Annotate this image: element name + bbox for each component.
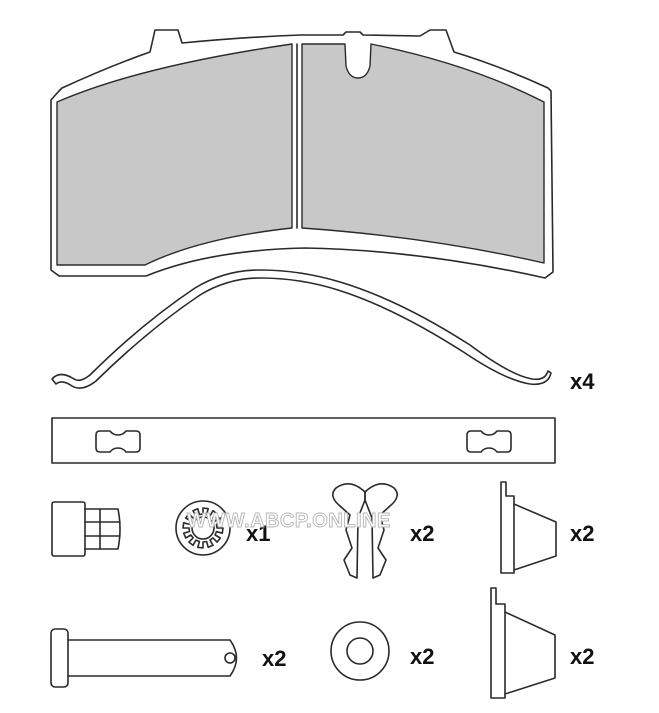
brake-pad	[50, 29, 554, 279]
splined-nut: x1	[175, 500, 270, 556]
spring-quantity: x4	[570, 369, 595, 394]
pin-head	[50, 628, 69, 688]
watermark: WWW.ABCP.ONLINE	[187, 510, 391, 532]
spring-shape	[51, 269, 552, 389]
pin-quantity: x2	[262, 646, 286, 671]
bushing-body	[51, 501, 86, 557]
retaining-pin: x2	[50, 628, 286, 688]
bar-slot-left	[95, 430, 141, 453]
wedge-small-quantity: x2	[570, 521, 594, 546]
hold-down-bar-body	[51, 417, 556, 464]
washer-outer	[330, 621, 390, 681]
wedge-large-body	[490, 587, 556, 699]
pin-shank	[67, 639, 238, 677]
nut-spline-profile	[182, 507, 224, 549]
nut-splines	[182, 507, 224, 549]
nut-quantity: x1	[246, 521, 270, 546]
nut-outer-ring	[175, 500, 231, 556]
clip-left-leg	[332, 483, 366, 579]
retaining-spring: x4	[51, 269, 595, 394]
hold-down-bar	[51, 417, 556, 464]
bar-slot-right	[466, 430, 512, 453]
washer: x2	[330, 621, 434, 681]
wedge-small: x2	[500, 481, 594, 574]
nut-bore	[191, 516, 215, 540]
bushing-hex-head	[84, 508, 121, 550]
clip-quantity: x2	[410, 521, 434, 546]
wedge-large-quantity: x2	[570, 644, 594, 669]
guide-bushing	[51, 501, 121, 557]
washer-quantity: x2	[410, 644, 434, 669]
wedge-small-body	[500, 481, 557, 574]
pin-hole	[224, 652, 236, 664]
brake-pad-backing-plate	[50, 29, 554, 279]
brake-pad-friction-material	[56, 43, 545, 266]
wedge-large: x2	[490, 587, 594, 699]
spring-clip: x2	[332, 483, 434, 579]
washer-inner	[346, 637, 374, 665]
clip-right-leg	[364, 483, 398, 579]
